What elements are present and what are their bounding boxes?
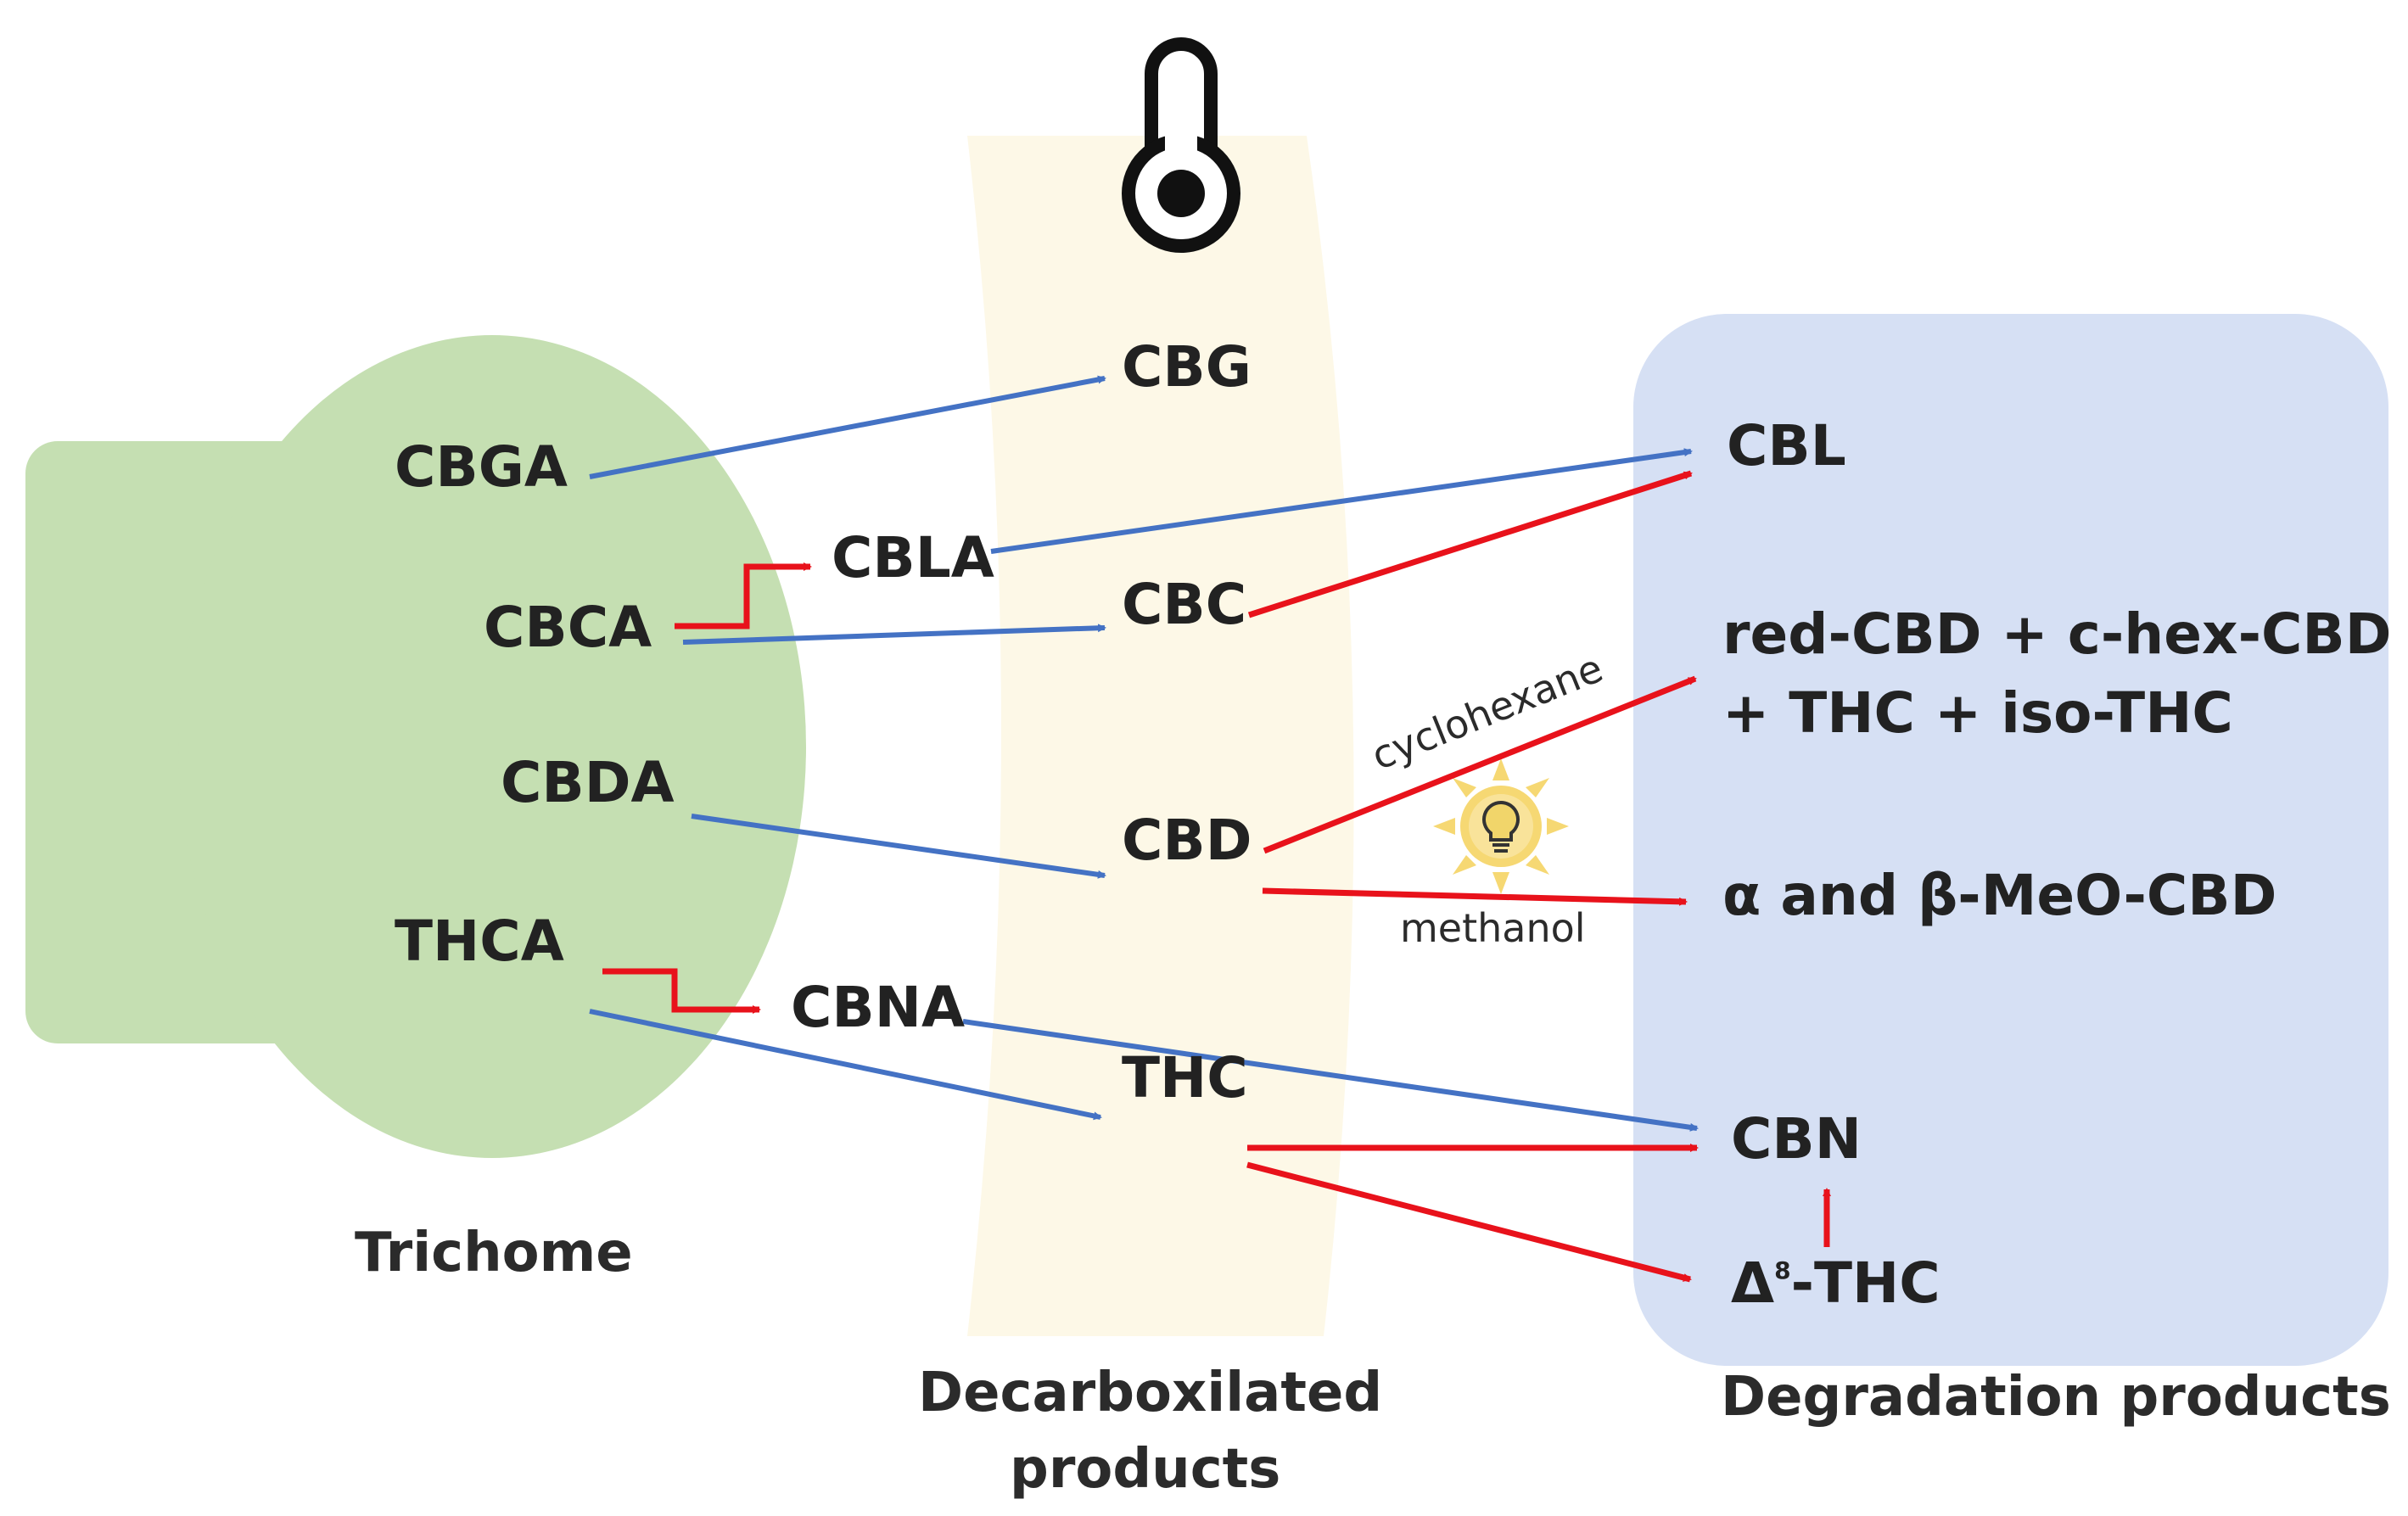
- compound-cbd: CBD: [1122, 808, 1252, 873]
- compound-cbl: CBL: [1727, 413, 1846, 478]
- condition-methanol: methanol: [1400, 905, 1586, 951]
- compound-cbna: CBNA: [791, 975, 965, 1040]
- caption-decarboxilated-line2: products: [1010, 1438, 1280, 1501]
- degradation-region: [1633, 314, 2388, 1366]
- compound-thca: THCA: [395, 909, 564, 974]
- compound-cbda: CBDA: [501, 750, 675, 815]
- arrow-cbna-to-cbn: [962, 1019, 1699, 1132]
- trichome-region: [25, 335, 806, 1158]
- caption-trichome: Trichome: [355, 1222, 633, 1284]
- compound-red-cbd-line1: red-CBD + c-hex-CBD: [1722, 601, 2392, 667]
- compound-cbga: CBGA: [395, 434, 568, 500]
- arrow-cbd-to-meo-cbd: [1262, 887, 1688, 906]
- arrow-thc-to-delta8-thc: [1246, 1161, 1692, 1283]
- arrow-cbca-to-cbla: [675, 562, 812, 629]
- arrow-cbd-to-red-cbd: [1263, 675, 1697, 854]
- arrow-thca-to-thc: [589, 1009, 1102, 1121]
- delta8-superscript: 8: [1774, 1256, 1790, 1284]
- caption-decarboxilated-line1: Decarboxilated: [918, 1362, 1382, 1424]
- arrow-cbc-to-cbl: [1247, 470, 1693, 618]
- arrow-cbda-to-cbd: [691, 814, 1106, 879]
- delta8-suffix: -THC: [1791, 1250, 1940, 1316]
- compound-delta8-thc: Δ8-THC: [1731, 1250, 1940, 1316]
- compound-cbla: CBLA: [832, 525, 994, 590]
- compound-cbn: CBN: [1731, 1106, 1862, 1172]
- arrow-cbga-to-cbg: [589, 375, 1106, 479]
- compound-cbg: CBG: [1122, 334, 1252, 400]
- decarboxylated-band: [967, 136, 1354, 1336]
- blue-arrows: [589, 375, 1699, 1132]
- compound-thc: THC: [1122, 1045, 1248, 1110]
- arrow-cbca-to-cbc: [682, 624, 1106, 645]
- compound-red-cbd-line2: + THC + iso-THC: [1722, 680, 2233, 746]
- delta-symbol: Δ: [1731, 1250, 1774, 1316]
- arrow-thca-to-cbna: [602, 968, 761, 1014]
- thermometer-icon: [1122, 37, 1240, 253]
- compound-meo-cbd: α and β-MeO-CBD: [1722, 863, 2276, 928]
- caption-degradation-products: Degradation products: [1721, 1366, 2391, 1429]
- arrow-cbla-to-cbl: [990, 448, 1693, 554]
- compound-cbca: CBCA: [484, 595, 652, 660]
- red-arrows: [602, 470, 1831, 1283]
- light-bulb-sun-icon: [1433, 758, 1569, 894]
- compound-cbc: CBC: [1122, 572, 1246, 637]
